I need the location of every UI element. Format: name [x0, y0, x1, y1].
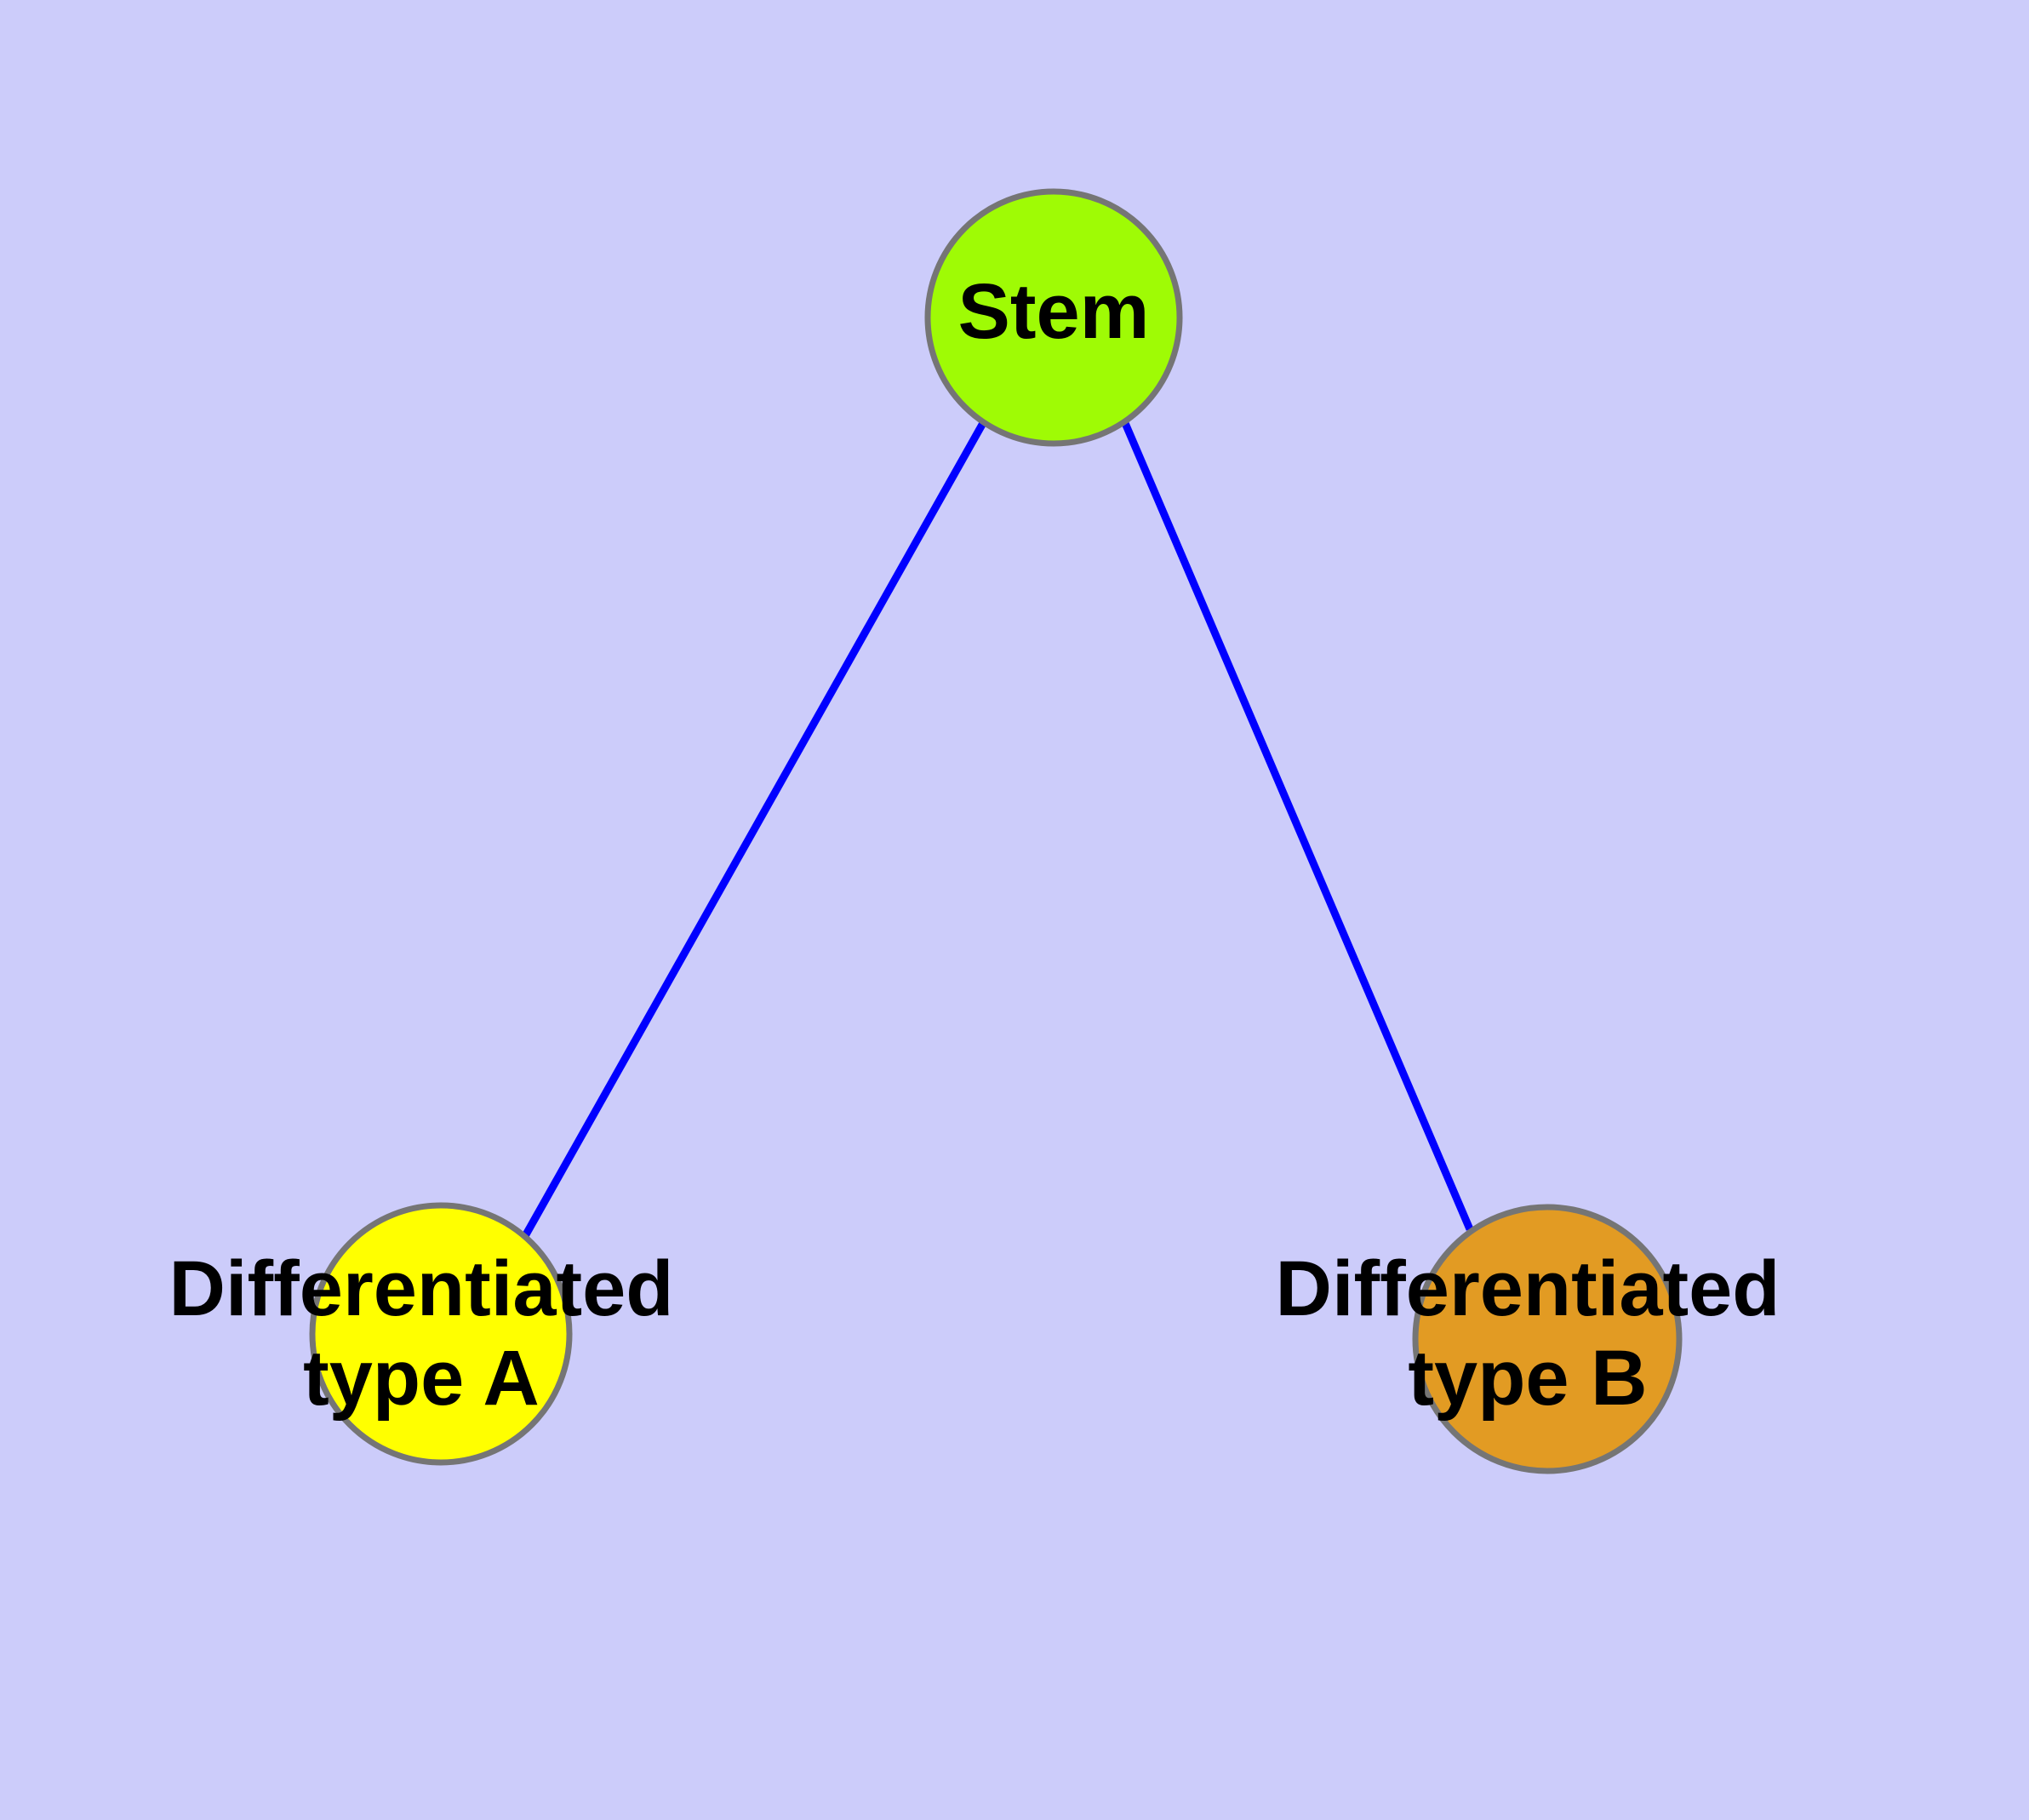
node-stem[interactable]: Stem	[924, 188, 1183, 447]
label-line: type A	[303, 1335, 540, 1422]
node-differentiated-type-b[interactable]	[1412, 1204, 1683, 1474]
label-line: Differentiated	[169, 1245, 674, 1332]
edges-group	[522, 421, 1474, 1239]
label-line: Differentiated	[1276, 1245, 1780, 1332]
node-differentiated-type-a-circle[interactable]	[309, 1202, 573, 1466]
node-stem-circle[interactable]	[924, 188, 1183, 447]
label-line: type B	[1408, 1335, 1647, 1422]
edge-stem-to-differentiated-type-a[interactable]	[522, 421, 986, 1239]
label-line: Stem	[958, 268, 1150, 355]
node-stem-label: Stem	[958, 268, 1150, 355]
node-differentiated-type-a[interactable]	[309, 1202, 573, 1466]
node-differentiated-type-b-circle[interactable]	[1412, 1204, 1683, 1474]
edge-stem-to-differentiated-type-b[interactable]	[1121, 421, 1474, 1231]
